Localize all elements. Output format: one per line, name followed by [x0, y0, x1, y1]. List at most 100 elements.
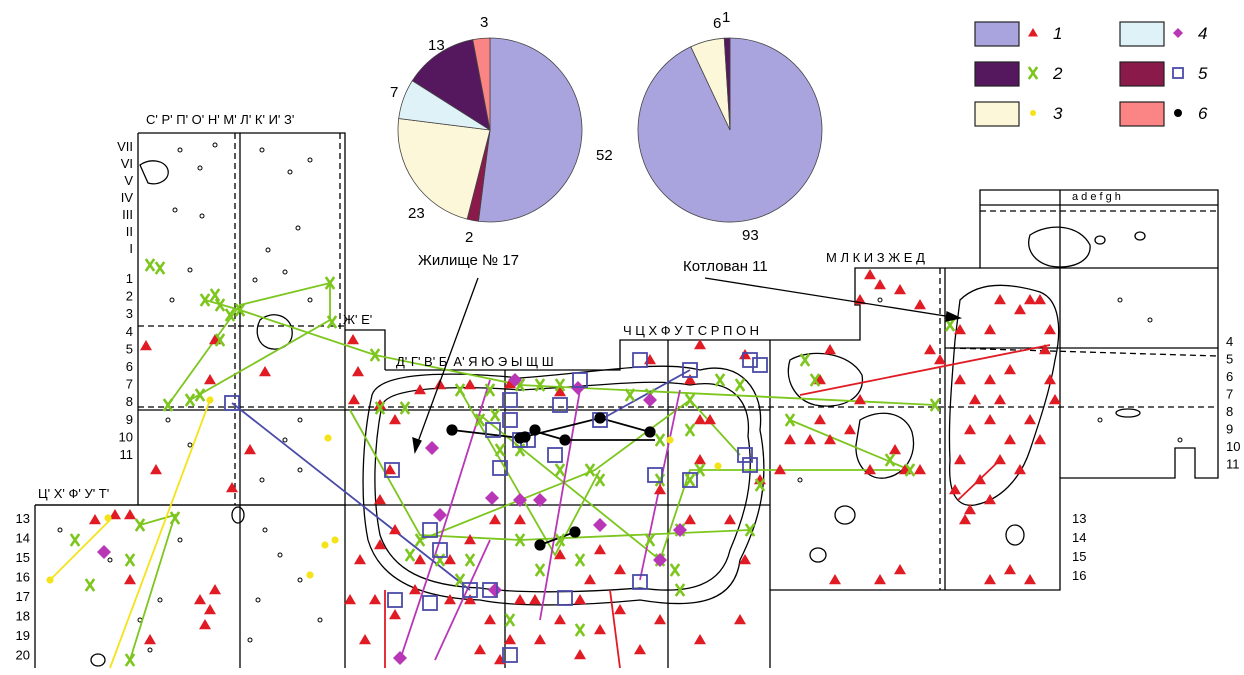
row-label: 18: [16, 609, 30, 624]
black-dot-icon: [1174, 109, 1182, 117]
col-labels-far-right: a d e f g h: [1072, 191, 1121, 203]
red-triangle-icon: [824, 434, 836, 445]
red-triangle-icon: [984, 374, 996, 385]
red-triangle-icon: [914, 464, 926, 475]
pie-slice-label: 23: [408, 205, 425, 222]
legend-item-3: 3: [974, 101, 1063, 127]
arrow-dwelling: [414, 277, 479, 451]
red-triangle-icon: [739, 349, 751, 360]
row-label: I: [129, 241, 133, 256]
red-triangle-icon: [1044, 374, 1056, 385]
green-x-icon: [124, 653, 136, 667]
green-x-icon: [514, 443, 526, 457]
pit-contour: [809, 547, 827, 563]
pit-contour: [1094, 235, 1106, 245]
red-triangle-icon: [414, 384, 426, 395]
green-x-icon: [474, 413, 486, 427]
blue-square-icon: [502, 392, 518, 408]
red-triangle-icon: [864, 269, 876, 280]
red-triangle-icon: [348, 394, 360, 405]
arrow-pit: [704, 277, 959, 319]
magenta-diamond-icon: [513, 493, 527, 507]
green-x-icon: [324, 276, 336, 290]
black-dot-icon: [529, 424, 541, 436]
red-triangle-icon: [1014, 304, 1026, 315]
col-labels-ze: Ж' Е': [343, 312, 372, 327]
row-label: 3: [126, 306, 133, 321]
green-x-icon: [674, 583, 686, 597]
green-x-icon: [669, 563, 681, 577]
red-triangle-icon: [1034, 434, 1046, 445]
red-triangle-icon: [984, 414, 996, 425]
green-x-icon: [714, 373, 726, 387]
refit-line-magenta: [539, 389, 581, 621]
green-x-icon: [534, 563, 546, 577]
red-triangle-icon: [124, 574, 136, 585]
green-x-icon: [124, 553, 136, 567]
red-triangle-icon: [1014, 464, 1026, 475]
row-label: III: [122, 207, 133, 222]
red-triangle-icon: [484, 614, 496, 625]
black-dot-icon: [644, 426, 656, 438]
pit-contour: [231, 506, 245, 524]
blue-square-icon: [632, 574, 648, 590]
pie-slice-label: 3: [480, 14, 488, 31]
red-triangle-icon: [204, 604, 216, 615]
blue-square-icon: [502, 647, 518, 663]
legend-swatch: [974, 101, 1020, 127]
red-triangle-icon: [389, 414, 401, 425]
col-labels-lower-left: Ц' Х' Ф' У' Т': [38, 486, 109, 501]
pie-slice: [723, 37, 731, 131]
green-x-icon: [434, 553, 446, 567]
col-labels-middle: Д' Г' В' Б' А' Я Ю Э Ы Щ Ш: [396, 354, 554, 369]
green-x-icon: [214, 298, 226, 312]
blue-square-icon: [485, 422, 501, 438]
red-triangle-icon: [734, 614, 746, 625]
row-label: 9: [1226, 422, 1233, 437]
green-x-icon: [514, 533, 526, 547]
red-triangle-icon: [969, 394, 981, 405]
black-dot-icon: [446, 424, 458, 436]
row-label: V: [124, 173, 133, 188]
green-x-icon: [374, 401, 386, 415]
green-x-icon: [234, 303, 246, 317]
red-triangle-icon: [504, 378, 516, 389]
legend-swatch: [1119, 21, 1165, 47]
red-triangle-icon: [194, 594, 206, 605]
red-triangle-icon: [389, 524, 401, 535]
green-x-icon: [584, 463, 596, 477]
green-x-icon: [574, 553, 586, 567]
red-triangle-icon: [994, 454, 1006, 465]
green-x-icon: [454, 383, 466, 397]
red-triangle-icon: [994, 294, 1006, 305]
magenta-diamond-icon: [433, 508, 447, 522]
red-triangle-icon: [489, 514, 501, 525]
red-triangle-icon: [954, 324, 966, 335]
row-label: 11: [1226, 457, 1240, 472]
row-label: 4: [1226, 334, 1233, 349]
blue-square-icon: [742, 457, 758, 473]
legend-number: 2: [1052, 64, 1063, 83]
blue-square-icon: [557, 590, 573, 606]
pit-contour: [90, 653, 106, 667]
red-triangle-icon: [854, 394, 866, 405]
arrowhead-icon: [945, 311, 963, 322]
red-triangle-icon: [389, 609, 401, 620]
green-x-icon: [784, 413, 796, 427]
red-triangle-icon: [574, 649, 586, 660]
yellow-dot-icon: [1030, 110, 1036, 116]
red-triangle-icon: [554, 549, 566, 560]
arrowhead-icon: [412, 437, 422, 455]
green-x-icon: [554, 463, 566, 477]
row-label: 10: [119, 429, 133, 444]
magenta-diamond-icon: [488, 583, 502, 597]
red-triangle-icon: [594, 544, 606, 555]
red-triangle-icon: [694, 634, 706, 645]
blue-square-icon: [572, 372, 588, 388]
red-triangle-icon: [369, 594, 381, 605]
plan-outline-upper-left: [138, 132, 346, 330]
